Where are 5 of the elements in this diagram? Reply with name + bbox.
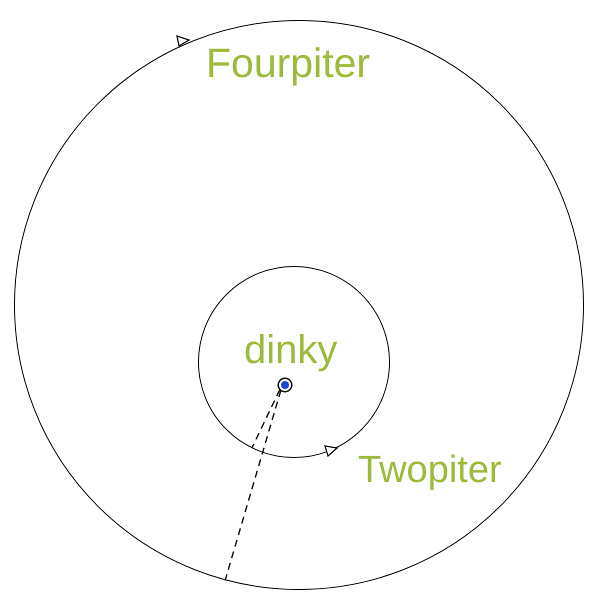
planet-label: Twopiter bbox=[358, 451, 502, 489]
star-label: dinky bbox=[244, 330, 338, 370]
orbit-label: Fourpiter bbox=[206, 43, 370, 84]
dashed-radius-line bbox=[224, 390, 282, 580]
dashed-radius-line bbox=[251, 389, 280, 448]
